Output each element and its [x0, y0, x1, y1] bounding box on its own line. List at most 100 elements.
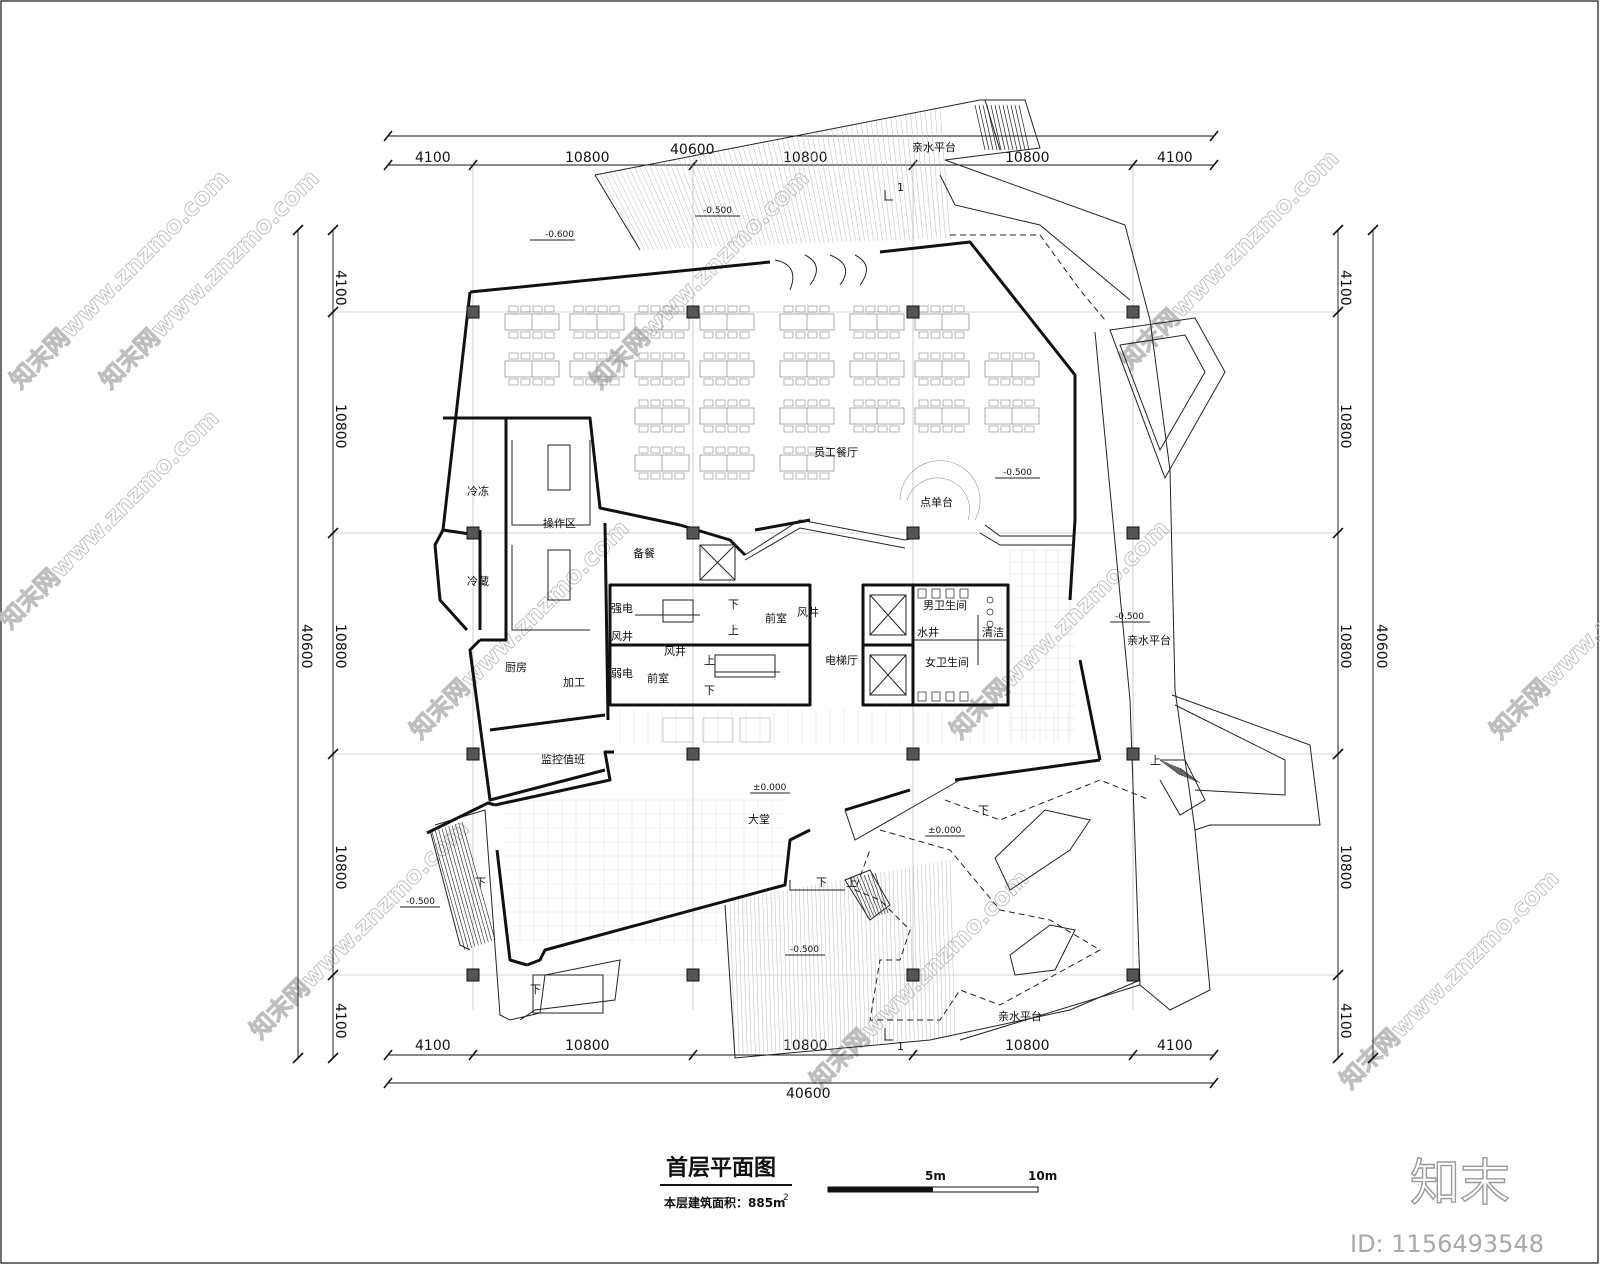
dining-table-set [779, 352, 835, 386]
watermark-text: 知末网www.znzmo.com [1114, 144, 1344, 374]
stair-step [874, 872, 889, 914]
dim-top-2: 10800 [565, 150, 610, 166]
room-labels: 亲水平台 员工餐厅 点单台 冷冻 冷藏 操作区 备餐 厨房 加工 监控值班 强电… [467, 140, 1171, 1023]
brand-watermark: 知末 ID: 1156493548 [1350, 1153, 1544, 1258]
section-mark-top: 1 [897, 181, 904, 194]
dining-table-set [699, 352, 755, 386]
stair-up-label: 上 [728, 624, 739, 637]
stair-labels: 下 上 上 下 下 下 上 下 下 上 [475, 598, 1161, 996]
hatch-line [703, 153, 735, 247]
dim-top-1: 4100 [415, 150, 451, 166]
stair-step [1014, 104, 1026, 151]
column [1126, 968, 1140, 982]
hatch-line [762, 142, 789, 245]
column [466, 526, 480, 540]
hatch-line [880, 119, 897, 241]
hatch-line [816, 131, 838, 243]
dim-left-1: 4100 [332, 270, 348, 306]
hatch-line [732, 148, 762, 246]
area-unit-sup: 2 [783, 1193, 789, 1203]
stair-step [448, 826, 482, 945]
dining-table-set [779, 446, 835, 480]
stair-step [441, 828, 476, 947]
hatch-line [929, 863, 935, 1039]
column [906, 526, 920, 540]
stair-step [1174, 765, 1195, 781]
hatch-line [727, 149, 758, 246]
hatch-line [653, 163, 690, 249]
hatch-line [750, 896, 756, 1054]
hatch-line [821, 130, 843, 243]
column [906, 968, 920, 982]
dim-bottom-5: 4100 [1157, 1038, 1193, 1054]
hatch-line [803, 886, 809, 1050]
hatch-line [614, 171, 654, 250]
stair-down-label: 下 [978, 804, 989, 817]
hatch-line [794, 888, 801, 1050]
stair-step [871, 873, 886, 914]
stair-step [1018, 104, 1030, 151]
hatch-line [895, 116, 910, 240]
column [1126, 305, 1140, 319]
hatch-line [782, 138, 807, 244]
plan-title: 首层平面图 [666, 1155, 776, 1181]
core-walls [608, 518, 1075, 707]
toilet-fixture [917, 588, 927, 599]
column [466, 747, 480, 761]
dining-table-set [504, 352, 560, 386]
stair-step [438, 829, 472, 948]
toilet-fixture [945, 691, 955, 702]
exterior-walls [426, 240, 1102, 967]
hatch-line [811, 132, 834, 243]
label-strong-elec: 强电 [611, 602, 633, 615]
column [466, 305, 480, 319]
label-processing: 加工 [563, 676, 585, 689]
hatch-line [644, 165, 681, 249]
hatch-line [933, 862, 939, 1039]
label-wind-shaft-c: 风井 [797, 605, 819, 619]
hatch-line [688, 156, 722, 247]
dining-table-set [849, 352, 905, 386]
hatch-line [888, 871, 895, 1043]
stair-step [974, 104, 986, 151]
level-mark: ±0.000 [928, 826, 962, 836]
hatch-line [787, 137, 811, 244]
hatch-line [827, 882, 834, 1048]
toilet-fixture [931, 691, 941, 702]
hatch-line [663, 161, 699, 248]
hatch-line [693, 155, 726, 247]
dim-right-total: 40600 [1373, 624, 1389, 669]
hatch-line [757, 143, 785, 245]
dining-table-set [699, 399, 755, 433]
dining-table-set [984, 399, 1040, 433]
stair-step [1168, 763, 1189, 779]
hatch-line [741, 897, 748, 1055]
floor-tile-grid [505, 548, 1075, 945]
stair-step [1179, 767, 1201, 784]
dining-table-set [634, 446, 690, 480]
stair-down-label: 下 [816, 876, 827, 889]
stair-step [445, 827, 479, 946]
hatch-line [855, 124, 874, 241]
hatch-line [949, 859, 956, 1038]
stair-down-label: 下 [728, 598, 739, 611]
stair-step [849, 877, 869, 919]
hatch-line [599, 173, 641, 251]
dim-bottom-4: 10800 [1005, 1038, 1050, 1054]
stair-step [982, 104, 994, 151]
hatch-line [836, 128, 856, 242]
hatch-line [872, 874, 878, 1044]
ramp-hatch-bottom [729, 859, 956, 1056]
hatch-line [746, 897, 752, 1054]
stair-step [455, 824, 489, 943]
column [906, 747, 920, 761]
hatch-line [913, 866, 919, 1041]
label-wind-shaft-a: 风井 [611, 629, 633, 643]
hatch-line [826, 129, 847, 243]
dining-table-set [849, 305, 905, 339]
hatch-line [678, 158, 713, 248]
stair-step [435, 830, 469, 949]
hatch-line [937, 862, 944, 1039]
toilet-fixtures [917, 588, 994, 702]
